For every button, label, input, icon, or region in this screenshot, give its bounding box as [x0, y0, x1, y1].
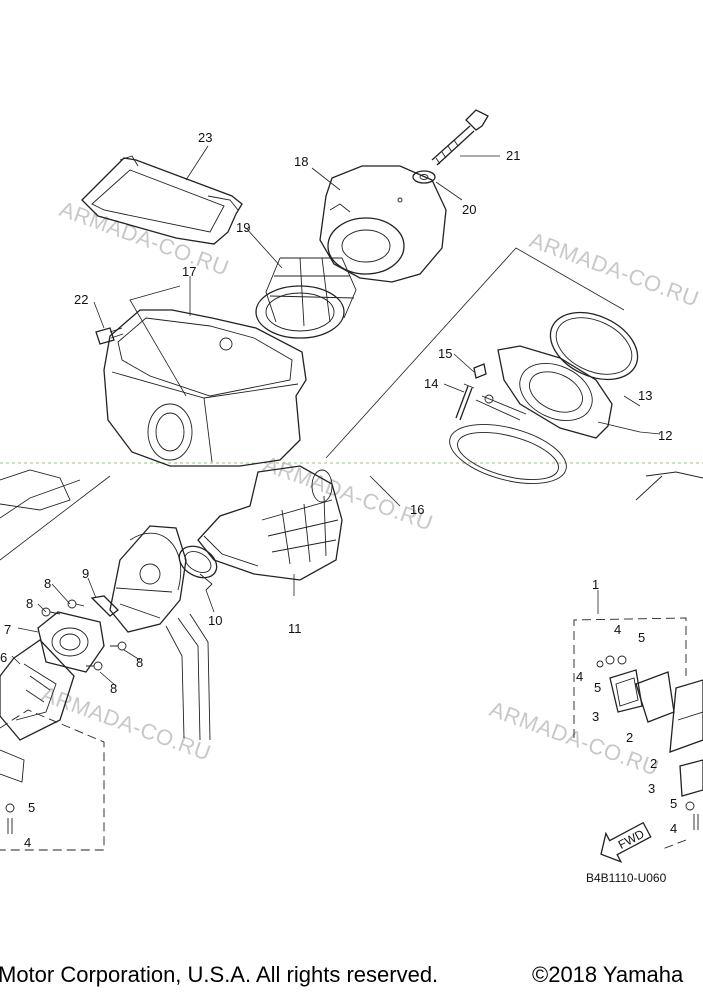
right-assembly-outline: [573, 617, 687, 851]
callout-15: 15: [438, 346, 452, 361]
callout-21: 21: [506, 148, 520, 163]
carburetor: [109, 525, 211, 741]
callout-5-left: 5: [28, 800, 35, 815]
watermark-3: ARMADA-CO.RU: [260, 451, 436, 535]
fwd-arrow: FWD: [600, 821, 652, 863]
callout-2-a: 2: [626, 730, 633, 745]
callout-6: 6: [0, 650, 7, 665]
callout-17: 17: [182, 264, 196, 279]
footer: Motor Corporation, U.S.A. All rights res…: [0, 962, 703, 992]
part-10-clamp: [178, 545, 218, 591]
callout-8b: 8: [26, 596, 33, 611]
callout-18: 18: [294, 154, 308, 169]
callout-4-c: 4: [670, 821, 677, 836]
callout-10: 10: [208, 613, 222, 628]
right-partial-part: [635, 471, 703, 501]
callout-4-left: 4: [24, 835, 31, 850]
part-18-filter: [319, 165, 447, 283]
part-9: [90, 595, 119, 617]
callout-8d: 8: [110, 681, 117, 696]
part-21-bolt: [431, 109, 489, 166]
callout-20: 20: [462, 202, 476, 217]
callout-1: 1: [592, 577, 599, 592]
callout-5-c: 5: [670, 796, 677, 811]
part-17-airbox: [103, 309, 307, 467]
part-14-bolt: [455, 383, 475, 421]
callout-3-a: 3: [592, 709, 599, 724]
callout-14: 14: [424, 376, 438, 391]
part-4-5-hardware: [596, 655, 699, 830]
callout-8c: 8: [136, 655, 143, 670]
callout-4-b: 4: [576, 669, 583, 684]
part-6-reed-valve: [0, 639, 75, 741]
callout-7: 7: [4, 622, 11, 637]
catalog-code: B4B1110-U060: [586, 871, 667, 885]
part-20-washer: [412, 170, 436, 184]
callout-5-b: 5: [594, 680, 601, 695]
part-2-reed: [635, 671, 703, 797]
callout-5-a: 5: [638, 630, 645, 645]
fwd-label: FWD: [616, 827, 647, 852]
part-13-seal: [549, 311, 639, 381]
left-plates: [0, 749, 25, 834]
part-8-bolts: [41, 599, 127, 671]
callout-8a: 8: [44, 576, 51, 591]
callout-19: 19: [236, 220, 250, 235]
part-12-joint: [449, 345, 613, 484]
left-partial-part: [0, 469, 71, 511]
callout-3-b: 3: [648, 781, 655, 796]
callout-12: 12: [658, 428, 672, 443]
part-7-manifold: [37, 611, 105, 673]
footer-copyright: ©2018 Yamaha: [532, 962, 684, 987]
part-22-bolt: [95, 327, 124, 345]
left-assembly-outline: [0, 709, 105, 851]
part-3-plate: [609, 669, 643, 713]
watermark-4: ARMADA-CO.RU: [38, 681, 214, 765]
part-23-cover: [81, 155, 243, 245]
callout-16: 16: [410, 502, 424, 517]
callouts: 23 18 21 20 19 17 22 15 14 13 12 16 11 1…: [0, 130, 677, 850]
part-15-collar: [473, 363, 487, 379]
watermark-1: ARMADA-CO.RU: [56, 196, 232, 280]
callout-13: 13: [638, 388, 652, 403]
callout-11: 11: [288, 621, 302, 636]
callout-4-a: 4: [614, 622, 621, 637]
callout-23: 23: [198, 130, 212, 145]
callout-2-b: 2: [650, 756, 657, 771]
part-19-filter-guide: [255, 257, 357, 339]
footer-rights: Motor Corporation, U.S.A. All rights res…: [0, 962, 439, 987]
leader-lines: [0, 145, 661, 687]
watermarks: ARMADA-CO.RU ARMADA-CO.RU ARMADA-CO.RU A…: [38, 196, 702, 780]
callout-9: 9: [82, 566, 89, 581]
callout-22: 22: [74, 292, 88, 307]
part-11-duct: [197, 465, 343, 581]
